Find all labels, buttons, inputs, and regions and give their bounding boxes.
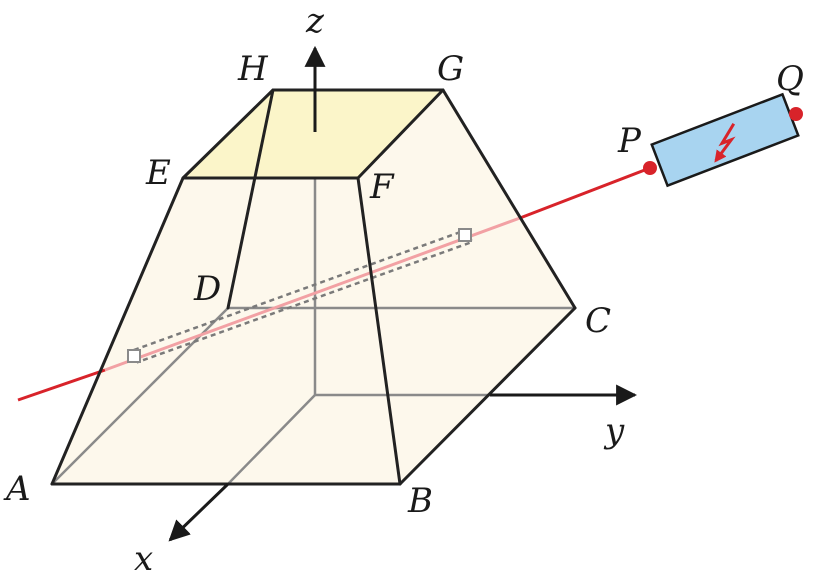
- hidden-edge-AD: [51, 307, 229, 485]
- label-Q: Q: [776, 59, 804, 99]
- laser-beam-outside-left: [17, 368, 106, 402]
- lightning-arrow-icon: [714, 123, 736, 163]
- axis-label-z: z: [305, 1, 325, 41]
- label-B: B: [407, 481, 433, 521]
- laser-beam-inside: [104, 216, 521, 372]
- point-P-marker: [643, 161, 657, 175]
- edge-EA: [50, 176, 185, 486]
- label-C: C: [585, 301, 611, 341]
- label-F: F: [369, 167, 395, 207]
- edge-BC: [398, 306, 577, 486]
- path-marker-upper: [458, 228, 472, 242]
- beam-path-outline: [132, 228, 474, 364]
- edge-FB: [356, 176, 402, 486]
- edge-HD: [226, 88, 275, 310]
- x-axis-arrow: [168, 482, 230, 542]
- label-H: H: [237, 49, 269, 89]
- label-E: E: [145, 153, 171, 193]
- label-P: P: [617, 121, 642, 161]
- frustum-body: [52, 90, 575, 484]
- edge-GC: [441, 88, 577, 310]
- laser-beam-outside-right: [519, 166, 651, 220]
- x-axis-inner: [227, 394, 316, 485]
- label-D: D: [193, 269, 221, 309]
- axis-label-y: y: [603, 411, 625, 451]
- path-marker-lower: [127, 349, 141, 363]
- point-Q-marker: [789, 107, 803, 121]
- axis-label-x: x: [134, 539, 153, 579]
- label-A: A: [3, 469, 31, 509]
- label-G: G: [437, 49, 464, 89]
- laser-device: [650, 92, 800, 188]
